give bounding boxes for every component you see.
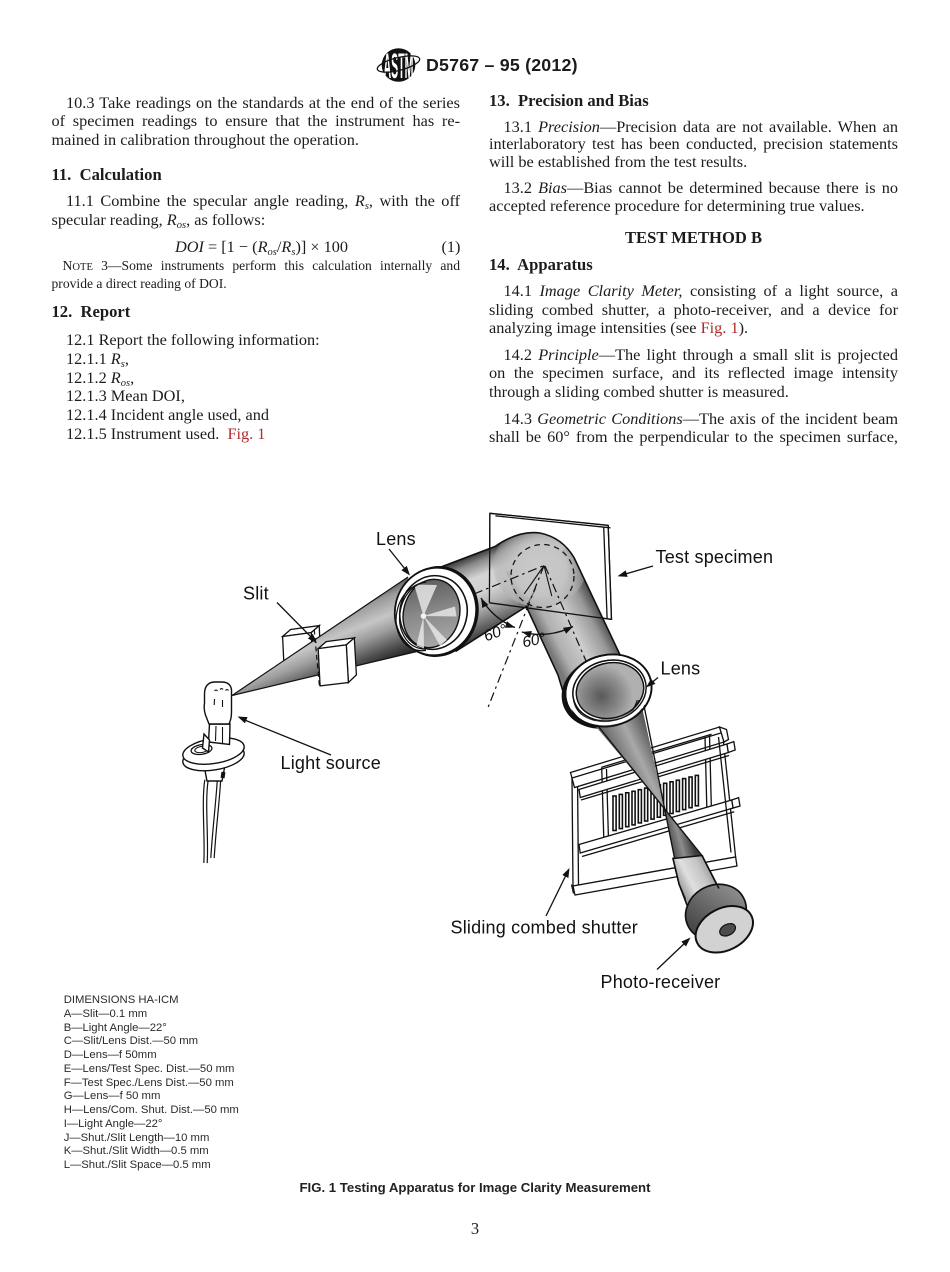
svg-text:Test specimen: Test specimen: [656, 547, 774, 567]
svg-text:Lens: Lens: [376, 529, 416, 549]
svg-text:ASTM: ASTM: [384, 45, 414, 85]
svg-text:Lens: Lens: [661, 659, 701, 679]
svg-text:Sliding combed shutter: Sliding combed shutter: [451, 918, 639, 938]
svg-text:60°: 60°: [482, 621, 510, 645]
svg-text:Slit: Slit: [243, 584, 269, 604]
svg-text:Light source: Light source: [281, 753, 381, 773]
svg-text:60°: 60°: [521, 630, 547, 652]
svg-text:Photo-receiver: Photo-receiver: [601, 972, 721, 992]
